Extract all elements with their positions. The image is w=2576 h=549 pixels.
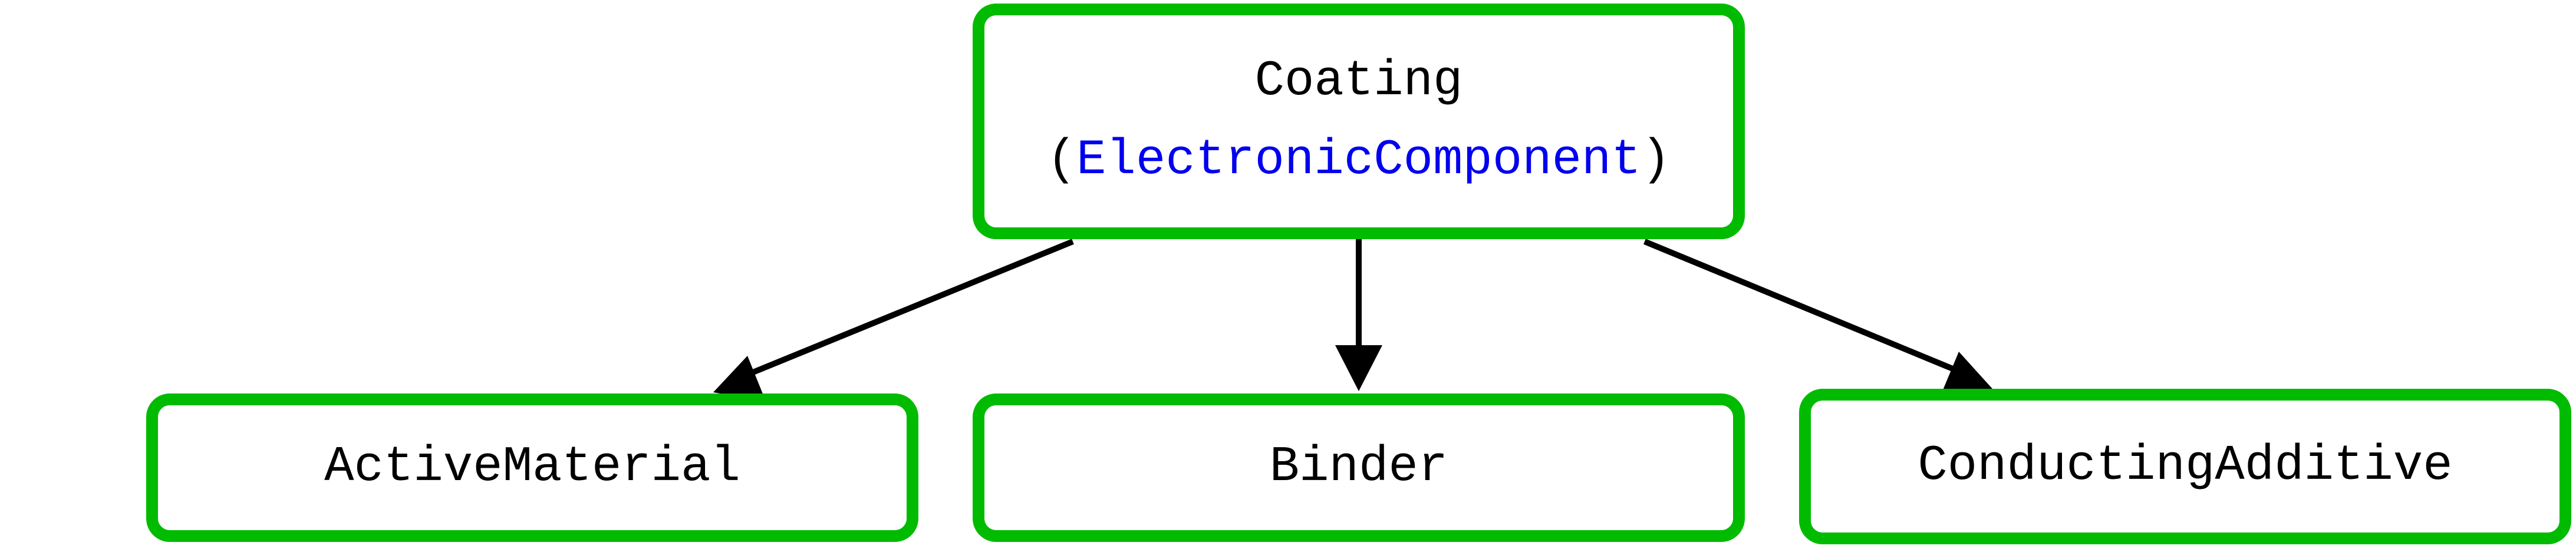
node-conducting-additive: ConductingAdditive <box>1799 389 2571 544</box>
node-coating: Coating (ElectronicComponent) <box>973 4 1745 239</box>
type-name-link[interactable]: ElectronicComponent <box>1076 133 1641 188</box>
edge-coating-to-active-material <box>713 239 1074 401</box>
node-binder: Binder <box>973 393 1745 542</box>
node-binder-label: Binder <box>1269 439 1448 495</box>
node-coating-type: (ElectronicComponent) <box>1047 121 1671 200</box>
node-active-material: ActiveMaterial <box>146 393 918 542</box>
type-close-paren: ) <box>1641 133 1671 188</box>
node-coating-label: Coating <box>1254 53 1463 110</box>
type-open-paren: ( <box>1046 133 1077 188</box>
node-active-material-label: ActiveMaterial <box>324 439 740 495</box>
node-conducting-additive-label: ConductingAdditive <box>1918 438 2453 494</box>
edge-coating-to-binder <box>1335 239 1382 391</box>
edge-coating-to-conducting-additive <box>1643 239 1992 397</box>
